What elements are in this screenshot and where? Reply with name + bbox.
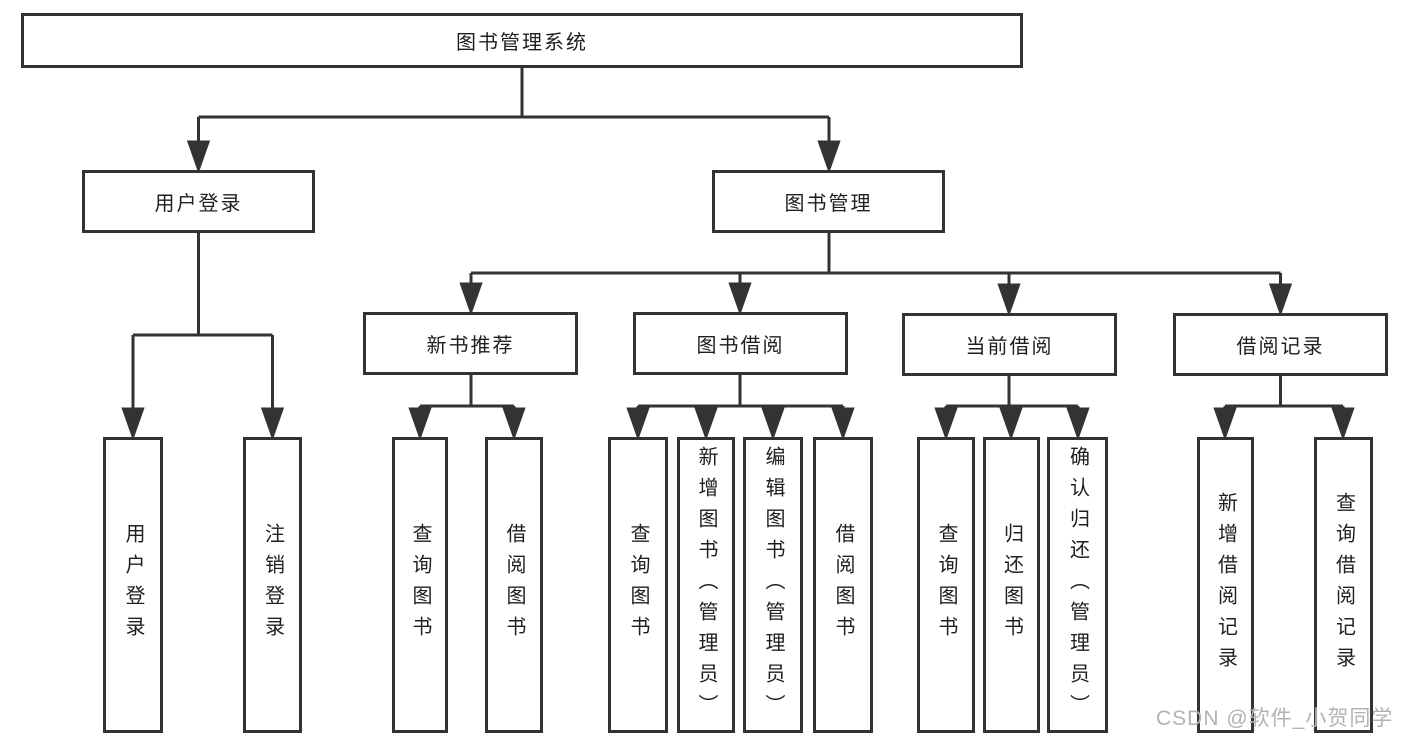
root-to-level2-connector	[186, 68, 841, 174]
leaf-label: 归还图书	[1000, 523, 1023, 647]
leaf-edit-books-admin: 编辑图书（管理员）	[743, 437, 803, 733]
leaf-query-borrow-record: 查询借阅记录	[1314, 437, 1373, 733]
leaf-confirm-return-admin: 确认归还（管理员）	[1047, 437, 1108, 733]
book-management-to-level3-connector	[459, 233, 1293, 317]
book-borrow-to-leaves-connector	[626, 374, 855, 441]
leaf-logout: 注销登录	[243, 437, 302, 733]
leaf-borrow-books-borrow: 借阅图书	[813, 437, 873, 733]
node-book-borrowing: 图书借阅	[633, 312, 848, 375]
leaf-label: 借阅图书	[832, 523, 854, 647]
node-borrowing-records: 借阅记录	[1173, 313, 1388, 376]
leaf-label: 借阅图书	[503, 523, 525, 647]
new-book-rec-to-leaves-connector	[408, 374, 526, 441]
leaf-query-books-newrec: 查询图书	[392, 437, 448, 733]
leaf-add-books-admin: 新增图书（管理员）	[677, 437, 735, 733]
leaf-label: 编辑图书（管理员）	[762, 445, 784, 725]
leaf-label: 查询图书	[627, 523, 649, 647]
leaf-label: 新增图书（管理员）	[695, 445, 717, 725]
leaf-return-books: 归还图书	[983, 437, 1040, 733]
node-library-management-system: 图书管理系统	[21, 13, 1023, 68]
node-book-management: 图书管理	[712, 170, 945, 233]
leaf-query-books-borrow: 查询图书	[608, 437, 668, 733]
leaf-label: 新增借阅记录	[1214, 492, 1237, 678]
leaf-label: 查询借阅记录	[1332, 492, 1355, 678]
leaf-label: 查询图书	[409, 523, 431, 647]
node-user-login: 用户登录	[82, 170, 315, 233]
leaf-label: 注销登录	[261, 523, 284, 647]
leaf-borrow-books-newrec: 借阅图书	[485, 437, 543, 733]
csdn-watermark: CSDN @软件_小贺同学	[1156, 707, 1394, 730]
node-current-borrowing: 当前借阅	[902, 313, 1117, 376]
leaf-query-books-current: 查询图书	[917, 437, 975, 733]
user-login-to-leaves-connector	[121, 233, 285, 441]
leaf-add-borrow-record: 新增借阅记录	[1197, 437, 1254, 733]
current-borrow-to-leaves-connector	[934, 375, 1090, 441]
leaf-label: 用户登录	[122, 523, 144, 647]
node-new-book-recommendation: 新书推荐	[363, 312, 578, 375]
leaf-user-login: 用户登录	[103, 437, 163, 733]
leaf-label: 确认归还（管理员）	[1066, 445, 1089, 725]
borrow-records-to-leaves-connector	[1213, 375, 1355, 441]
leaf-label: 查询图书	[935, 523, 957, 647]
